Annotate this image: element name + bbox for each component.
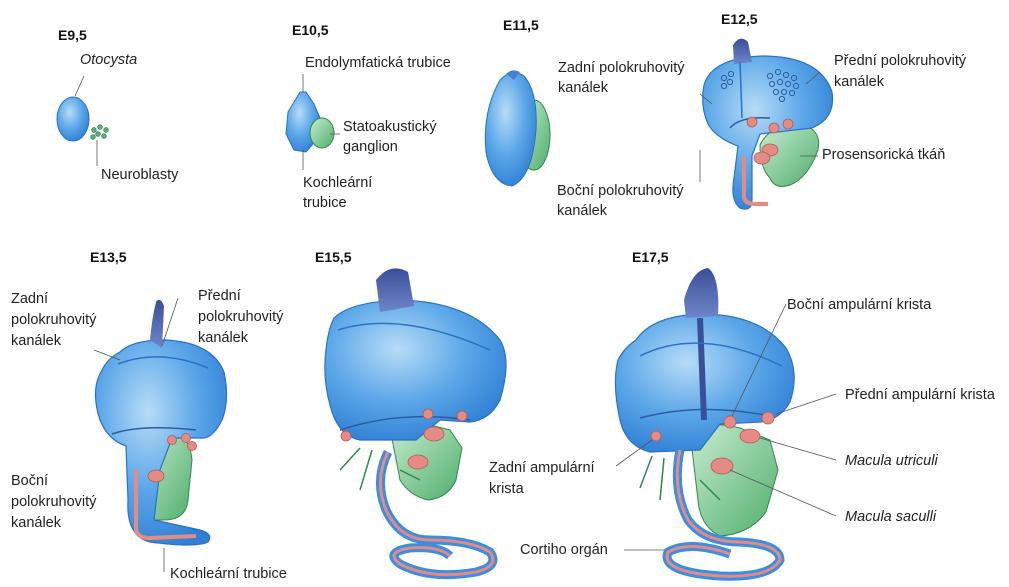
label-e125-bocni-2: kanálek bbox=[557, 202, 607, 221]
label-kochlearni-2: trubice bbox=[303, 194, 347, 213]
label-e175-cortiho-organ: Cortiho orgán bbox=[520, 541, 608, 560]
label-e135-predni-3: kanálek bbox=[198, 329, 248, 348]
label-e125-predni-2: kanálek bbox=[834, 73, 884, 92]
label-e125-zadni-1: Zadní polokruhovitý bbox=[558, 59, 685, 78]
label-e135-kochlearni-trubice: Kochleární trubice bbox=[170, 565, 287, 584]
label-e135-zadni-3: kanálek bbox=[11, 332, 61, 351]
otocyst-e9-5 bbox=[57, 76, 108, 166]
neuroblast-cells bbox=[91, 125, 109, 140]
label-statoakusticky-1: Statoakustický bbox=[343, 118, 437, 137]
label-e135-predni-2: polokruhovitý bbox=[198, 308, 283, 327]
label-e125-prosensoricka: Prosensorická tkáň bbox=[822, 146, 945, 165]
label-statoakusticky-2: ganglion bbox=[343, 138, 398, 157]
label-kochlearni-1: Kochleární bbox=[303, 174, 372, 193]
label-e125-bocni-1: Boční polokruhovitý bbox=[557, 182, 684, 201]
stage-title-e12-5: E12,5 bbox=[721, 11, 758, 27]
label-e175-macula-utriculi: Macula utriculi bbox=[845, 452, 938, 471]
label-e135-zadni-2: polokruhovitý bbox=[11, 311, 96, 330]
label-e135-bocni-3: kanálek bbox=[11, 514, 61, 533]
label-endolymfaticka-trubice: Endolymfatická trubice bbox=[305, 54, 451, 73]
label-e175-bocni-ampularni-krista: Boční ampulární krista bbox=[787, 296, 931, 315]
label-neuroblasty: Neuroblasty bbox=[101, 166, 178, 185]
label-e135-bocni-1: Boční bbox=[11, 472, 48, 491]
label-e175-macula-sacculi: Macula saculli bbox=[845, 508, 936, 527]
stage-title-e11-5: E11,5 bbox=[503, 17, 539, 33]
label-e175-predni-ampularni-krista: Přední ampulární krista bbox=[845, 386, 995, 405]
inner-ear-e15-5 bbox=[325, 268, 506, 574]
stage-title-e9-5: E9,5 bbox=[58, 27, 87, 43]
label-e175-zadni-ampularni-1: Zadní ampulární bbox=[489, 459, 595, 478]
label-e135-predni-1: Přední bbox=[198, 287, 241, 306]
label-e175-zadni-ampularni-2: krista bbox=[489, 480, 524, 499]
otocyst-e10-5 bbox=[286, 74, 340, 170]
otocyst-e11-5 bbox=[485, 70, 550, 186]
label-e125-zadni-2: kanálek bbox=[558, 79, 608, 98]
inner-ear-e12-5 bbox=[700, 39, 833, 209]
stage-title-e13-5: E13,5 bbox=[90, 249, 127, 265]
stage-title-e17-5: E17,5 bbox=[632, 249, 669, 265]
label-e125-predni-1: Přední polokruhovitý bbox=[834, 52, 966, 71]
label-e135-zadni-1: Zadní bbox=[11, 290, 48, 309]
label-e135-bocni-2: polokruhovitý bbox=[11, 493, 96, 512]
stage-title-e10-5: E10,5 bbox=[292, 22, 329, 38]
stage-title-e15-5: E15,5 bbox=[315, 249, 352, 265]
label-otocysta: Otocysta bbox=[80, 51, 137, 70]
